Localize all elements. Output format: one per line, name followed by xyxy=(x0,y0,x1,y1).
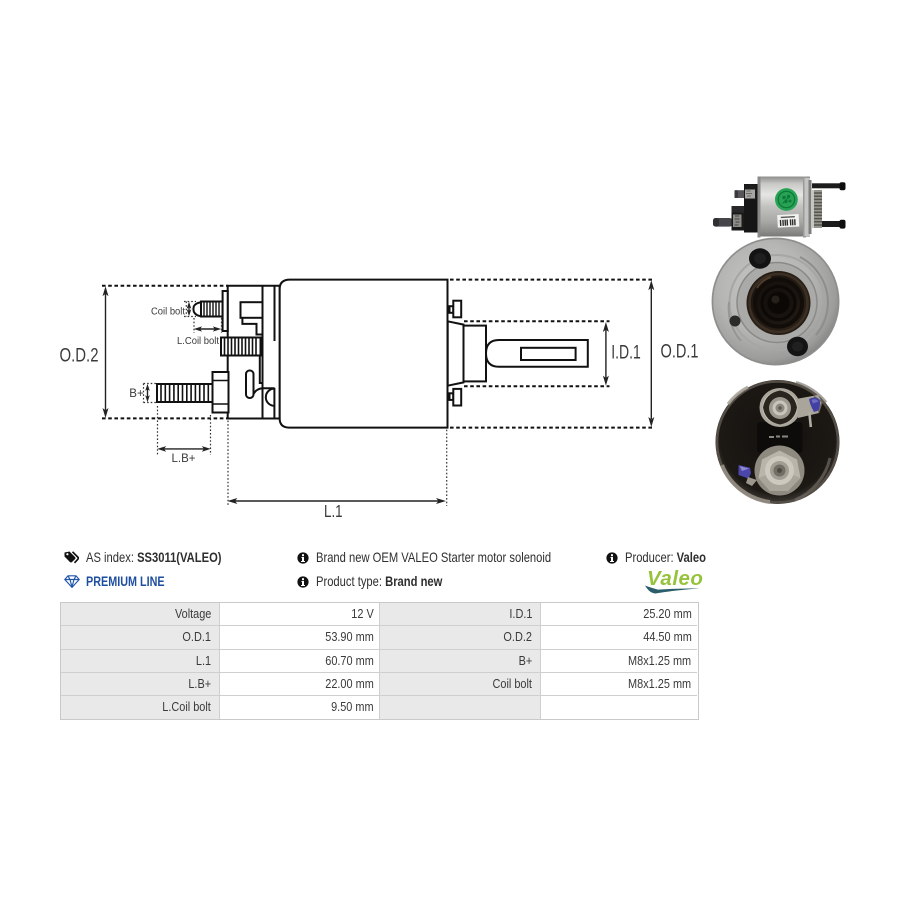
svg-text:L.1: L.1 xyxy=(324,501,343,521)
svg-text:L.B+: L.B+ xyxy=(172,453,196,465)
svg-text:L.Coil bolt: L.Coil bolt xyxy=(177,335,219,347)
svg-text:Coil bolt: Coil bolt xyxy=(151,306,185,318)
svg-text:I.D.1: I.D.1 xyxy=(611,342,641,364)
svg-text:O.D.1: O.D.1 xyxy=(661,341,699,363)
svg-text:B+: B+ xyxy=(129,388,144,400)
svg-text:O.D.2: O.D.2 xyxy=(60,345,99,367)
svg-text:Valeo: Valeo xyxy=(647,567,703,590)
